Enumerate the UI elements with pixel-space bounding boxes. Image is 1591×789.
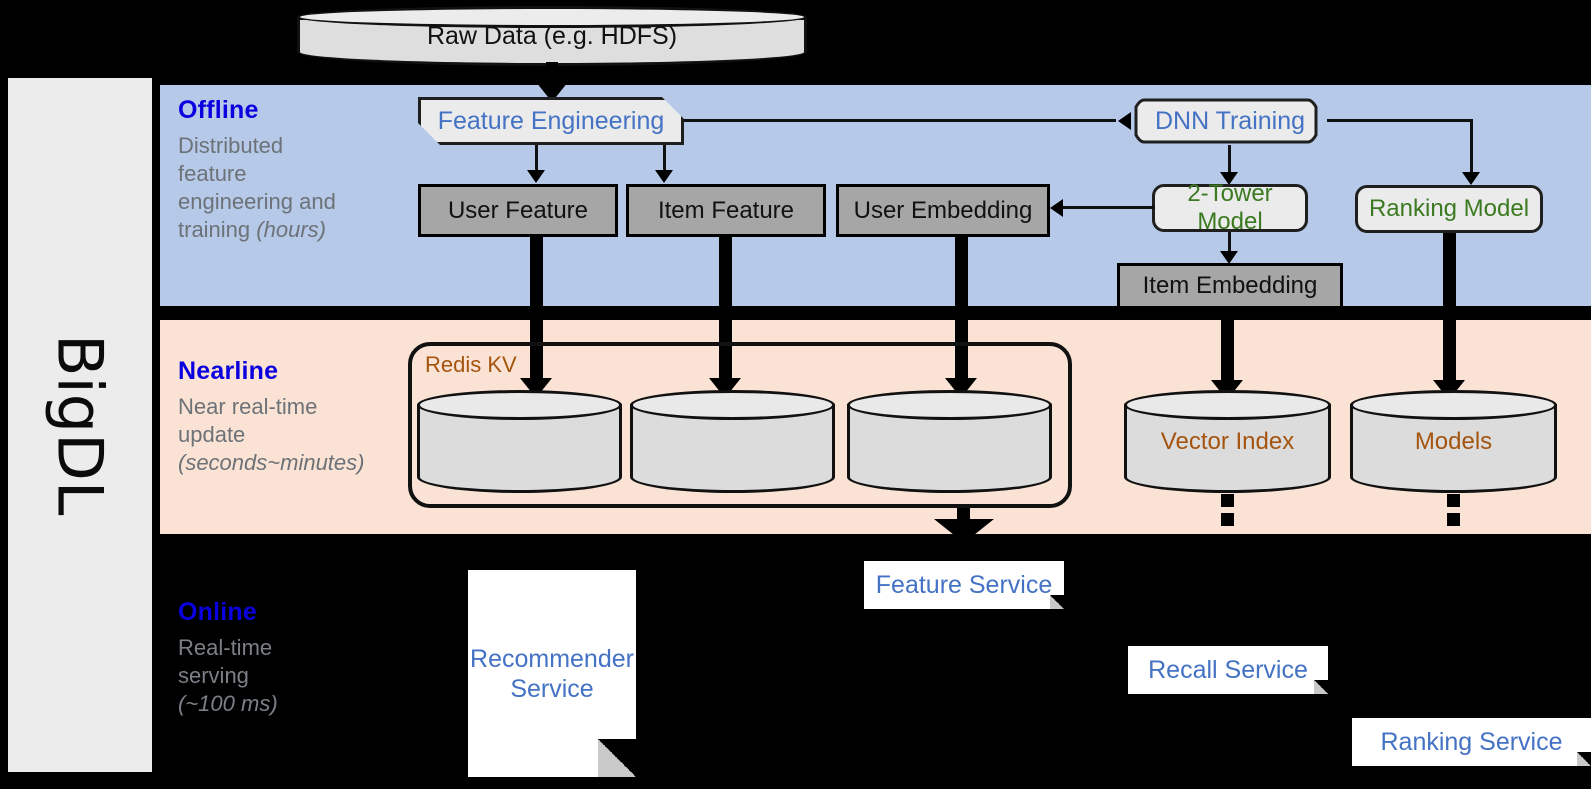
cylinder-top [1124, 390, 1331, 420]
node-ranking-service-label: Ranking Service [1380, 728, 1563, 756]
cylinder-top [417, 390, 622, 420]
node-ranking-model-label: Ranking Model [1368, 195, 1530, 223]
node-user-feature-label: User Feature [447, 196, 589, 224]
node-ranking-service[interactable]: Ranking Service [1352, 718, 1591, 766]
node-dnn-training[interactable]: DNN Training [1133, 97, 1327, 145]
node-ranking-model[interactable]: Ranking Model [1355, 185, 1543, 233]
scroll-shape [1134, 98, 1318, 144]
node-vector-index[interactable]: Vector Index [1124, 390, 1331, 493]
edge-featureeng-to-dnn [684, 119, 1116, 122]
edge-featureeng-to-itemfeature-arrow [655, 170, 673, 183]
edge-raw-to-featureeng [546, 62, 558, 88]
layer-subtitle-nearline: Near real-time update (seconds~minutes) [178, 394, 365, 476]
page-fold-icon [1314, 680, 1328, 694]
layer-subtitle-offline: Distributed feature engineering and trai… [178, 133, 336, 243]
edge-dnn-to-rankingmodel-arrow [1462, 172, 1480, 185]
edge-models-to-rankingservice-dot1 [1447, 494, 1460, 507]
edge-itemembedding-to-vectorindex [1221, 309, 1234, 387]
cylinder-top [847, 390, 1052, 420]
edge-twotower-to-userembedding [1063, 206, 1155, 209]
node-recall-service-label: Recall Service [1148, 656, 1308, 684]
layer-caption-nearline: Nearline Near real-time update (seconds~… [178, 357, 408, 477]
group-redis-kv[interactable] [408, 342, 1072, 508]
edge-twotower-to-itemembedding [1228, 232, 1231, 256]
node-feature-service[interactable]: Feature Service [864, 561, 1064, 609]
edge-userfeature-to-redis1 [530, 237, 543, 385]
node-models[interactable]: Models [1350, 390, 1557, 493]
edge-itemfeature-to-redis2 [719, 237, 732, 385]
group-redis-kv-label: Redis KV [425, 352, 517, 377]
node-redis-store-3[interactable] [847, 390, 1052, 493]
edge-dnn-to-twotower [1228, 145, 1231, 177]
bigdl-label: BigDL [43, 334, 117, 516]
node-two-tower-model-label: 2-Tower Model [1187, 180, 1273, 235]
edge-userembedding-to-redis3 [955, 237, 968, 385]
page-fold-icon [1050, 595, 1064, 609]
node-feature-engineering-label: Feature Engineering [437, 106, 665, 135]
edge-redis-to-featureservice-arrow [934, 519, 994, 543]
node-recall-service[interactable]: Recall Service [1128, 646, 1328, 694]
cylinder-top [630, 390, 835, 420]
node-recommender-service-label: Recommender Service [470, 644, 634, 703]
node-feature-engineering[interactable]: Feature Engineering [418, 97, 684, 145]
edge-featureeng-to-userfeature-arrow [527, 170, 545, 183]
node-models-label: Models [1414, 427, 1493, 455]
page-fold-icon [1577, 752, 1591, 766]
edge-twotower-to-userembedding-arrow [1050, 199, 1063, 217]
layer-subtitle-online: Real-time serving (~100 ms) [178, 635, 278, 717]
layer-caption-offline: Offline Distributed feature engineering … [178, 96, 393, 245]
edge-featureeng-to-userfeature [535, 145, 538, 173]
node-user-embedding[interactable]: User Embedding [836, 184, 1050, 237]
edge-rankingmodel-to-models [1443, 233, 1456, 387]
node-user-feature[interactable]: User Feature [418, 184, 618, 237]
bigdl-platform-rail: BigDL [8, 78, 152, 772]
edge-dnn-to-rankingmodel-h [1327, 119, 1473, 122]
node-item-feature-label: Item Feature [657, 196, 795, 224]
node-item-embedding[interactable]: Item Embedding [1117, 263, 1343, 309]
node-redis-store-2[interactable] [630, 390, 835, 493]
node-raw-data[interactable]: Raw Data (e.g. HDFS) [297, 6, 807, 66]
edge-dnn-to-twotower-arrow [1220, 172, 1238, 185]
node-user-embedding-label: User Embedding [853, 196, 1033, 224]
edge-featureeng-to-dnn-arrow [1118, 112, 1131, 130]
edge-vectorindex-to-recallservice-dot2 [1221, 513, 1234, 526]
layer-title-nearline: Nearline [178, 357, 279, 385]
node-item-feature[interactable]: Item Feature [626, 184, 826, 237]
layer-title-online: Online [178, 598, 257, 626]
node-feature-service-label: Feature Service [875, 571, 1053, 599]
edge-featureeng-to-itemfeature [663, 145, 666, 173]
node-dnn-training-label: DNN Training [1154, 106, 1306, 135]
edge-twotower-to-itemembedding-arrow [1220, 251, 1238, 264]
node-raw-data-label: Raw Data (e.g. HDFS) [426, 21, 678, 50]
node-item-embedding-label: Item Embedding [1142, 272, 1318, 300]
edge-models-to-rankingservice-dot2 [1447, 513, 1460, 526]
layer-caption-online: Online Real-time serving (~100 ms) [178, 598, 393, 718]
node-recommender-service[interactable]: Recommender Service [468, 570, 636, 777]
cylinder-top [1350, 390, 1557, 420]
edge-dnn-to-rankingmodel-v [1470, 119, 1473, 177]
node-two-tower-model[interactable]: 2-Tower Model [1152, 180, 1308, 235]
edge-redis-to-featureservice-stub [957, 508, 970, 521]
cylinder-top [297, 6, 807, 28]
node-vector-index-label: Vector Index [1160, 427, 1295, 455]
page-fold-icon [598, 739, 636, 777]
edge-vectorindex-to-recallservice-dot1 [1221, 494, 1234, 507]
node-redis-store-1[interactable] [417, 390, 622, 493]
layer-title-offline: Offline [178, 96, 259, 124]
